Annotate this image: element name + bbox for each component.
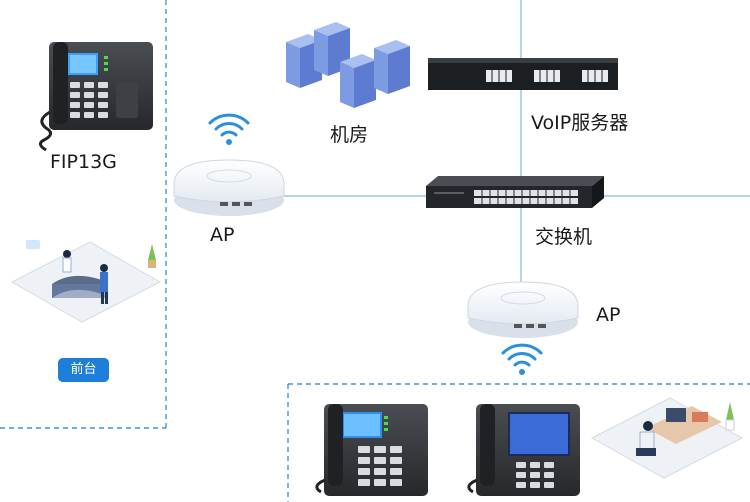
server-rack-icon: [286, 22, 410, 108]
ip-phone-icon: [39, 42, 153, 152]
ap-right-label: AP: [596, 304, 621, 326]
voip-server-label: VoIP服务器: [531, 112, 629, 134]
phone-model-label: FIP13G: [50, 151, 117, 173]
wifi-icon: [208, 113, 250, 145]
ip-phone-icon: [315, 404, 428, 496]
ap-left-label: AP: [210, 224, 235, 246]
server-room-label: 机房: [330, 124, 369, 146]
switch-label: 交换机: [535, 226, 593, 248]
voip-server-icon: [428, 58, 618, 90]
reception-badge-label: 前台: [58, 358, 109, 382]
ip-phone-icon: [467, 404, 580, 496]
access-point-icon: [467, 281, 579, 338]
office-desk-icon: [590, 397, 744, 479]
switch-icon: [426, 176, 604, 208]
bottom-zone-border: [287, 383, 750, 502]
access-point-icon: [173, 159, 285, 216]
wifi-icon: [501, 343, 543, 375]
left-zone-border: [0, 0, 167, 429]
reception-desk-icon: [10, 240, 162, 323]
